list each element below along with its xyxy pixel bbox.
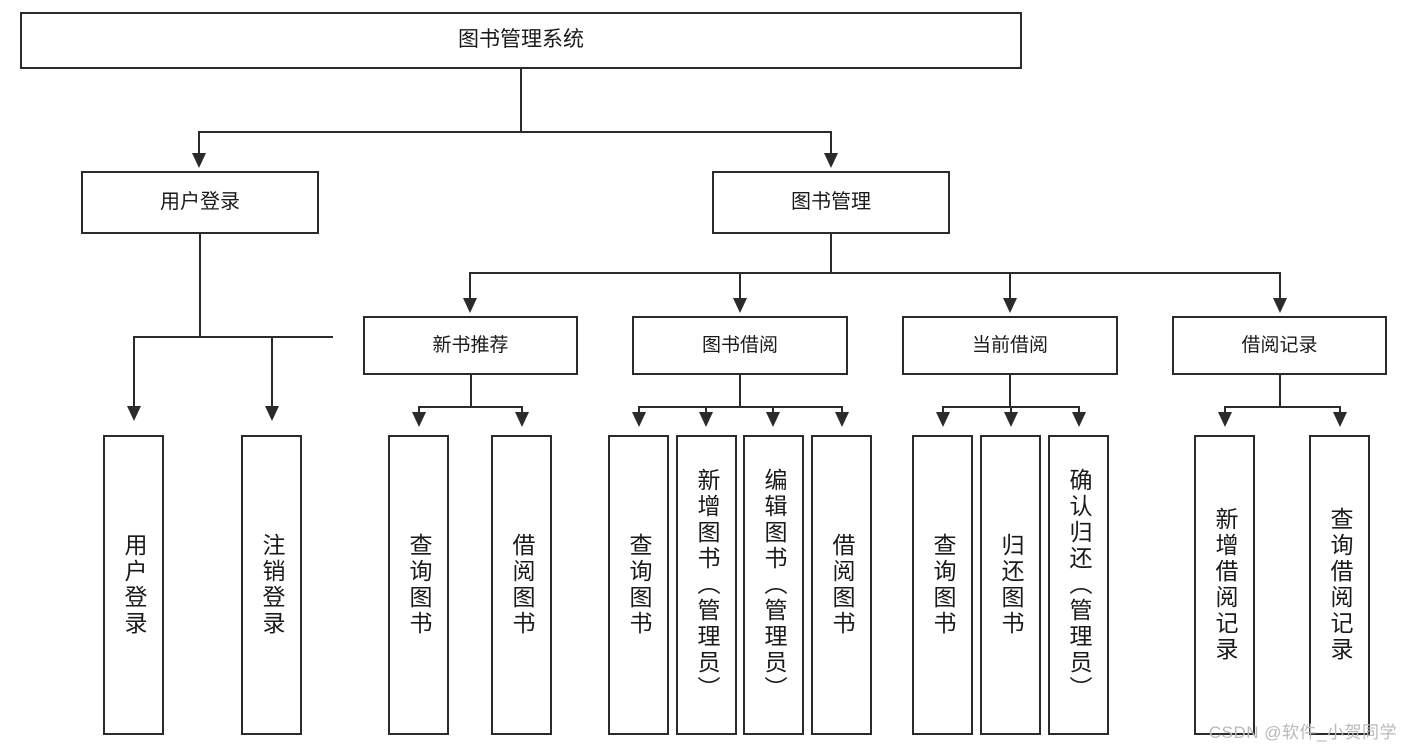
node-label: 图书管理 [791,191,871,213]
connector-drop-leaf-logout [271,336,273,419]
node-borrow-record[interactable]: 借阅记录 [1172,316,1387,375]
arrow-to-br-leaf-1 [1218,412,1232,427]
connector-borrow-record-bus [1224,406,1340,408]
connector-drop-leaf-user-login [133,336,135,419]
connector-new-book-stem [470,375,472,407]
node-label: 用户登录 [160,191,240,213]
node-label: 当前借阅 [971,334,1048,356]
node-label: 查询图书 [406,533,432,637]
connector-drop-user-login [198,131,200,156]
connector-drop-borrow-record [1279,272,1281,301]
node-label: 借阅记录 [1241,334,1318,356]
node-book-management[interactable]: 图书管理 [712,171,950,234]
leaf-bb-borrow-book[interactable]: 借阅图书 [811,435,872,735]
arrow-to-cb-leaf-2 [1004,412,1018,427]
arrow-to-new-book-recommend [463,298,477,313]
connector-drop-current-borrow [1009,272,1011,301]
leaf-logout[interactable]: 注销登录 [241,435,302,735]
connector-user-login-bus [133,336,333,338]
arrow-to-nb-leaf-2 [515,412,529,427]
node-book-borrow[interactable]: 图书借阅 [632,316,848,375]
connector-book-management-stem [830,234,832,273]
node-label: 借阅图书 [509,533,535,637]
node-label: 用户登录 [121,533,147,637]
connector-book-borrow-stem [739,375,741,407]
leaf-user-login[interactable]: 用户登录 [103,435,164,735]
leaf-bb-edit-book-admin[interactable]: 编辑图书（管理员） [743,435,804,735]
node-label: 归还图书 [998,533,1024,637]
connector-drop-book-management [830,131,832,156]
arrow-to-cb-leaf-1 [936,412,950,427]
arrow-to-bb-leaf-2 [699,412,713,427]
arrow-to-br-leaf-2 [1333,412,1347,427]
connector-book-management-bus [469,272,1281,274]
connector-book-borrow-bus [638,406,843,408]
node-label: 查询借阅记录 [1327,507,1353,663]
arrow-to-bb-leaf-3 [766,412,780,427]
node-label: 图书管理系统 [458,28,584,52]
connector-root-stem [520,69,522,132]
leaf-bb-add-book-admin[interactable]: 新增图书（管理员） [676,435,737,735]
node-label: 新书推荐 [432,334,509,356]
leaf-bb-query-book[interactable]: 查询图书 [608,435,669,735]
arrow-to-borrow-record [1273,298,1287,313]
arrow-to-book-management [824,153,838,168]
csdn-watermark: CSDN @软件_小贺同学 [1208,723,1397,742]
leaf-nb-borrow-book[interactable]: 借阅图书 [491,435,552,735]
arrow-to-user-login [192,153,206,168]
connector-current-borrow-stem [1009,375,1011,407]
node-label: 图书借阅 [701,334,778,356]
leaf-br-add-record[interactable]: 新增借阅记录 [1194,435,1255,735]
leaf-cb-query-book[interactable]: 查询图书 [912,435,973,735]
arrow-to-bb-leaf-4 [835,412,849,427]
connector-drop-book-borrow [739,272,741,301]
connector-drop-new-book [469,272,471,301]
arrow-to-leaf-user-login [127,406,141,421]
node-label: 查询图书 [626,533,652,637]
node-label: 借阅图书 [829,533,855,637]
connector-user-login-stem [199,234,201,337]
node-label: 新增借阅记录 [1212,507,1238,663]
arrow-to-nb-leaf-1 [412,412,426,427]
node-label: 编辑图书（管理员） [761,468,787,702]
node-label: 注销登录 [259,533,285,637]
connector-borrow-record-stem [1279,375,1281,407]
node-label: 查询图书 [930,533,956,637]
arrow-to-bb-leaf-1 [632,412,646,427]
arrow-to-leaf-logout [265,406,279,421]
leaf-cb-return-book[interactable]: 归还图书 [980,435,1041,735]
leaf-cb-confirm-return-admin[interactable]: 确认归还（管理员） [1048,435,1109,735]
node-new-book-recommend[interactable]: 新书推荐 [363,316,578,375]
connector-new-book-bus [418,406,522,408]
connector-root-bus [198,131,832,133]
arrow-to-book-borrow [733,298,747,313]
arrow-to-cb-leaf-3 [1072,412,1086,427]
node-label: 确认归还（管理员） [1066,468,1092,702]
leaf-br-query-record[interactable]: 查询借阅记录 [1309,435,1370,735]
arrow-to-current-borrow [1003,298,1017,313]
node-label: 新增图书（管理员） [694,468,720,702]
node-root-book-management-system[interactable]: 图书管理系统 [20,12,1022,69]
leaf-nb-query-book[interactable]: 查询图书 [388,435,449,735]
node-current-borrow[interactable]: 当前借阅 [902,316,1118,375]
node-user-login[interactable]: 用户登录 [81,171,319,234]
